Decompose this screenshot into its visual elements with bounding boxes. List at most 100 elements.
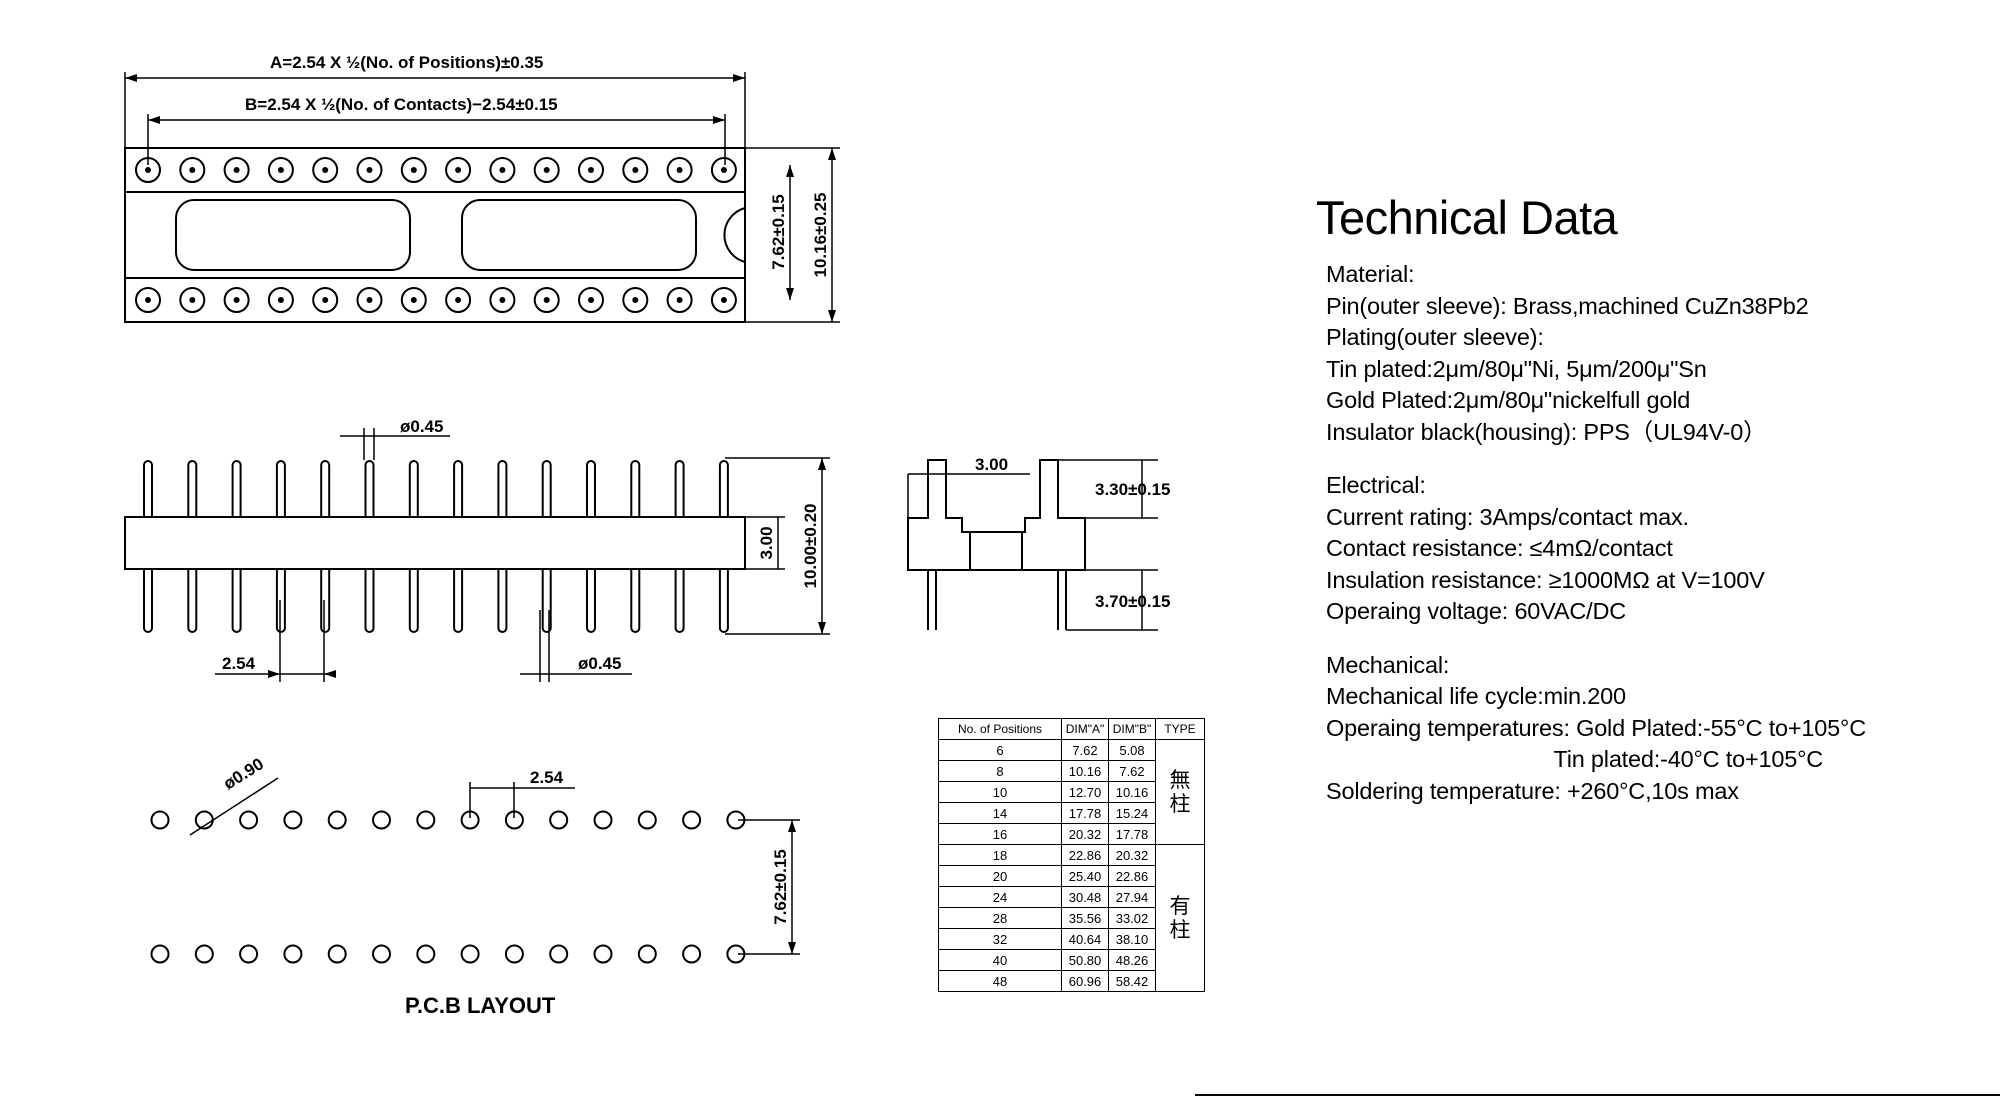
contact-ring: [267, 287, 294, 313]
pcb-hole: [549, 810, 569, 830]
cell-positions: 18: [938, 844, 1062, 866]
contact-hole: [410, 297, 417, 303]
spec-line: Tin plated:-40°C to+105°C: [1326, 746, 1824, 772]
end-width-label: 3.00: [975, 455, 1008, 474]
pcb-hole: [239, 944, 259, 964]
dim-a-label: A=2.54 X ½(No. of Positions)±0.35: [270, 53, 543, 72]
pcb-hole: [150, 944, 170, 964]
dim-width-label: 10.16±0.25: [811, 193, 830, 278]
pcb-hole: [372, 944, 391, 964]
bottom-rule: [1195, 1094, 2000, 1096]
pin-lower: [497, 569, 508, 633]
pin-lower: [586, 569, 596, 633]
spec-line: Operaing voltage: 60VAC/DC: [1326, 598, 1627, 624]
cell-positions: 48: [938, 970, 1062, 992]
cell-dim-b: 17.78: [1108, 823, 1156, 845]
cell-positions: 8: [938, 760, 1062, 782]
dim-pitch-label: 2.54: [222, 654, 256, 673]
pin-lower: [320, 569, 331, 633]
cell-positions: 28: [938, 907, 1062, 929]
contact-hole: [189, 297, 196, 303]
pcb-hole: [239, 810, 259, 830]
pcb-hole: [593, 810, 613, 830]
contact-hole: [720, 167, 727, 173]
contact-hole: [499, 167, 506, 173]
cell-dim-a: 17.78: [1061, 802, 1109, 824]
top-view: A=2.54 X ½(No. of Positions)±0.35 B=2.54…: [124, 53, 840, 323]
pin-lower: [718, 569, 729, 633]
pcb-hole: [194, 944, 214, 964]
cell-type: 有 柱: [1155, 844, 1205, 992]
pin-lower: [630, 569, 641, 633]
pcb-hole: [682, 944, 702, 964]
pin-lower: [408, 569, 419, 633]
spec-line: Contact resistance: ≤4mΩ/contact: [1326, 535, 1673, 561]
contact-hole: [277, 167, 284, 173]
body-window-left: [175, 199, 411, 271]
contact-hole: [233, 167, 240, 173]
pcb-hole-label: ø0.90: [220, 754, 267, 793]
top-pins-upper: [135, 157, 737, 183]
contact-hole: [366, 297, 373, 303]
pin-upper: [143, 460, 153, 517]
pin-upper: [231, 460, 242, 517]
contact-ring: [533, 157, 560, 183]
header-dim-a: DIM"A": [1061, 718, 1109, 740]
dim-total-height-label: 10.00±0.20: [801, 504, 820, 589]
material-heading: Material:: [1326, 261, 1415, 287]
contact-ring: [710, 287, 737, 313]
contact-ring: [533, 287, 560, 313]
end-view: 3.00 3.30±0.15 3.70±0.15: [907, 455, 1171, 631]
contact-ring: [400, 157, 427, 183]
body-window-right: [461, 199, 697, 271]
electrical-heading: Electrical:: [1326, 472, 1426, 498]
dim-row-spacing-label: 7.62±0.15: [769, 194, 788, 270]
cell-dim-b: 58.42: [1108, 970, 1156, 992]
pcb-layout-title: P.C.B LAYOUT: [405, 993, 556, 1018]
contact-ring: [356, 157, 383, 183]
spec-line: Pin(outer sleeve): Brass,machined CuZn38…: [1326, 292, 1809, 319]
cell-dim-a: 22.86: [1061, 844, 1109, 866]
contact-ring: [312, 157, 339, 183]
cell-dim-a: 25.40: [1061, 865, 1109, 887]
pin-upper: [674, 460, 685, 517]
cell-dim-b: 15.24: [1108, 802, 1156, 824]
pcb-hole: [416, 810, 436, 830]
pin-upper: [541, 460, 552, 517]
cell-dim-b: 33.02: [1108, 907, 1156, 929]
cell-dim-b: 27.94: [1108, 886, 1156, 908]
spec-line: Tin plated:2μm/80μ"Ni, 5μm/200μ"Sn: [1326, 355, 1707, 382]
pin-upper: [586, 460, 596, 517]
contact-hole: [145, 297, 151, 303]
dim-pin-dia-top-label: ø0.45: [400, 417, 443, 436]
pcb-hole: [283, 944, 303, 964]
contact-hole: [233, 297, 240, 303]
contact-hole: [277, 297, 284, 303]
spec-line: Insulation resistance: ≥1000MΩ at V=100V: [1326, 566, 1765, 593]
cell-dim-b: 38.10: [1108, 928, 1156, 950]
dim-pin-dia-bottom-label: ø0.45: [578, 654, 621, 673]
contact-hole: [588, 297, 594, 303]
contact-ring: [135, 287, 161, 313]
pcb-hole: [637, 810, 657, 830]
contact-hole: [588, 167, 594, 173]
contact-ring: [445, 157, 472, 183]
contact-hole: [632, 167, 639, 173]
contact-ring: [400, 287, 427, 313]
top-pins-lower: [135, 287, 737, 313]
contact-ring: [622, 287, 649, 313]
cell-dim-b: 22.86: [1108, 865, 1156, 887]
contact-ring: [356, 287, 383, 313]
contact-ring: [489, 157, 516, 183]
pin-lower: [364, 569, 375, 633]
mechanical-heading: Mechanical:: [1326, 651, 1450, 678]
cell-positions: 32: [938, 928, 1062, 950]
